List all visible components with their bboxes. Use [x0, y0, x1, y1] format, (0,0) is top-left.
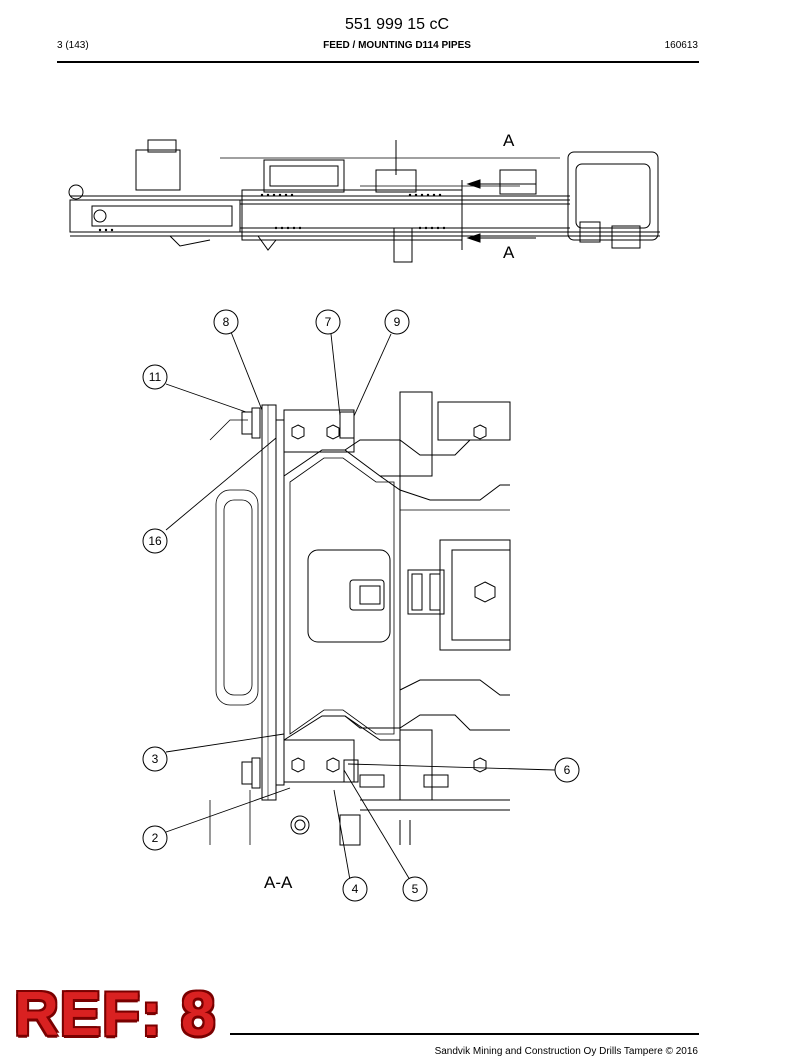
callout-label: 2	[152, 831, 159, 845]
callout-balloon-2: 2	[142, 825, 168, 851]
callout-label: 5	[412, 882, 419, 896]
revision-date: 160613	[664, 40, 698, 51]
callout-label: 3	[152, 752, 159, 766]
callout-label: 16	[148, 534, 162, 548]
callout-leaders	[165, 331, 556, 881]
callout-balloon-9: 9	[384, 309, 410, 335]
section-marker-top: A	[503, 131, 515, 150]
callout-balloon-16: 16	[142, 528, 168, 554]
callout-label: 4	[352, 882, 359, 896]
callout-balloon-3: 3	[142, 746, 168, 772]
section-a-a-drawing	[209, 391, 511, 846]
feed-side-view	[68, 139, 660, 263]
callout-balloon-6: 6	[554, 757, 580, 783]
callout-label: 7	[325, 315, 332, 329]
header-rule	[57, 61, 699, 63]
copyright-notice: Sandvik Mining and Construction Oy Drill…	[434, 1046, 698, 1057]
section-view-label: A-A	[264, 873, 293, 892]
callout-balloon-11: 11	[142, 364, 168, 390]
section-marker-bottom: A	[503, 243, 515, 262]
ref-stamp: REF: 8	[14, 980, 217, 1049]
callout-label: 6	[564, 763, 571, 777]
callout-label: 8	[223, 315, 230, 329]
footer-rule	[230, 1033, 699, 1035]
callout-label: 11	[149, 370, 162, 384]
document-number: 551 999 15 cC	[344, 16, 450, 33]
section-cut-arrows	[466, 179, 536, 243]
page-number: 3 (143)	[57, 40, 89, 51]
callout-balloon-8: 8	[213, 309, 239, 335]
callout-label: 9	[394, 315, 401, 329]
section-title: FEED / MOUNTING D114 PIPES	[323, 40, 471, 51]
callout-balloon-4: 4	[342, 876, 368, 902]
callout-balloon-5: 5	[402, 876, 428, 902]
callout-balloon-7: 7	[315, 309, 341, 335]
